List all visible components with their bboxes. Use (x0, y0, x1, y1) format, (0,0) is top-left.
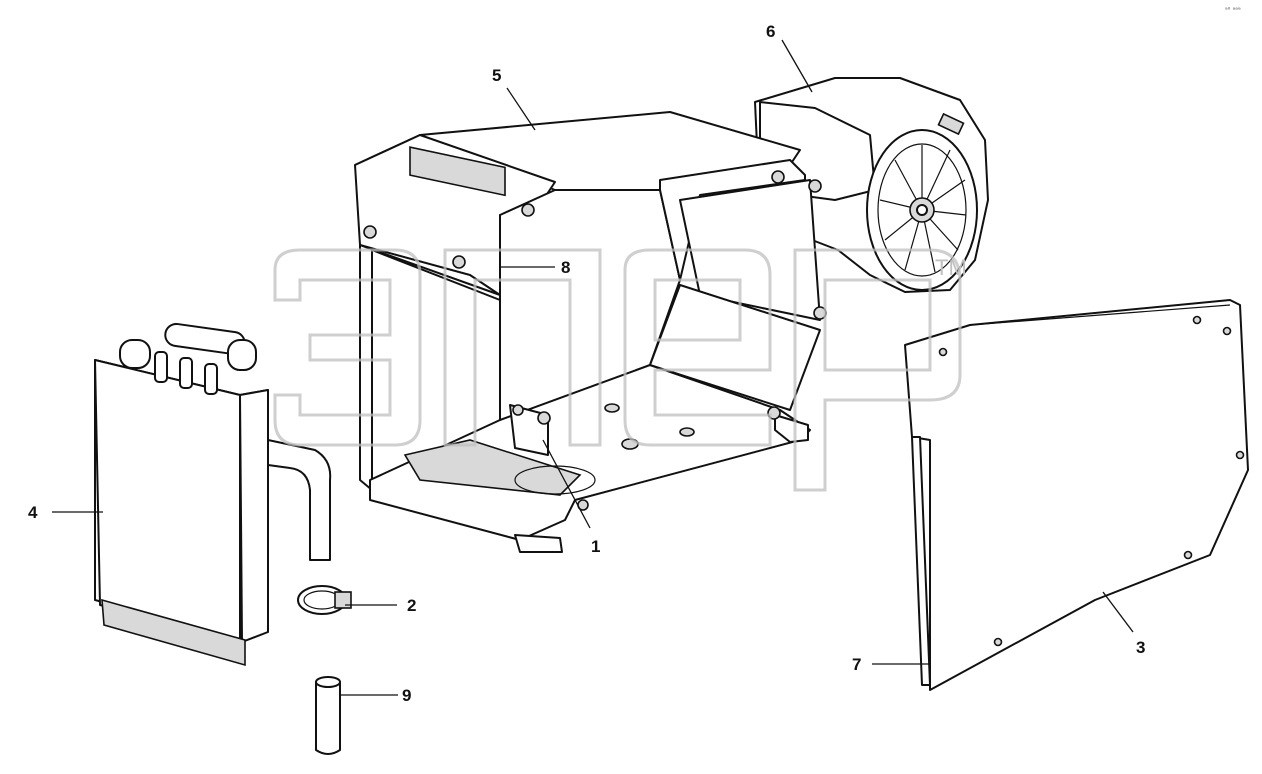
callout-1: 1 (591, 537, 600, 556)
watermark-logo: TM (273, 248, 967, 492)
callout-4: 4 (28, 503, 38, 522)
part-3-side-panel (904, 299, 1249, 691)
part-9-hose (315, 676, 341, 755)
part-1-mounting-bracket (509, 404, 589, 511)
callout-3: 3 (1136, 638, 1145, 657)
corner-mark: ᵃᴵᴵ ᵃᵃᵃ (1225, 6, 1241, 14)
callout-9: 9 (402, 686, 411, 705)
part-7-seal-strip (911, 436, 931, 686)
callout-8: 8 (561, 258, 570, 277)
callout-6: 6 (766, 22, 775, 41)
callout-2: 2 (407, 596, 416, 615)
part-2-hose-clamp (297, 585, 352, 615)
callout-5: 5 (492, 66, 501, 85)
part-5-heater-housing (354, 111, 827, 553)
leader-lines (52, 39, 1134, 696)
callout-labels: 1 2 3 4 5 6 7 8 9 (28, 22, 1145, 705)
watermark-tm: TM (935, 255, 967, 280)
callout-7: 7 (852, 655, 861, 674)
part-4-heater-core (94, 322, 332, 667)
